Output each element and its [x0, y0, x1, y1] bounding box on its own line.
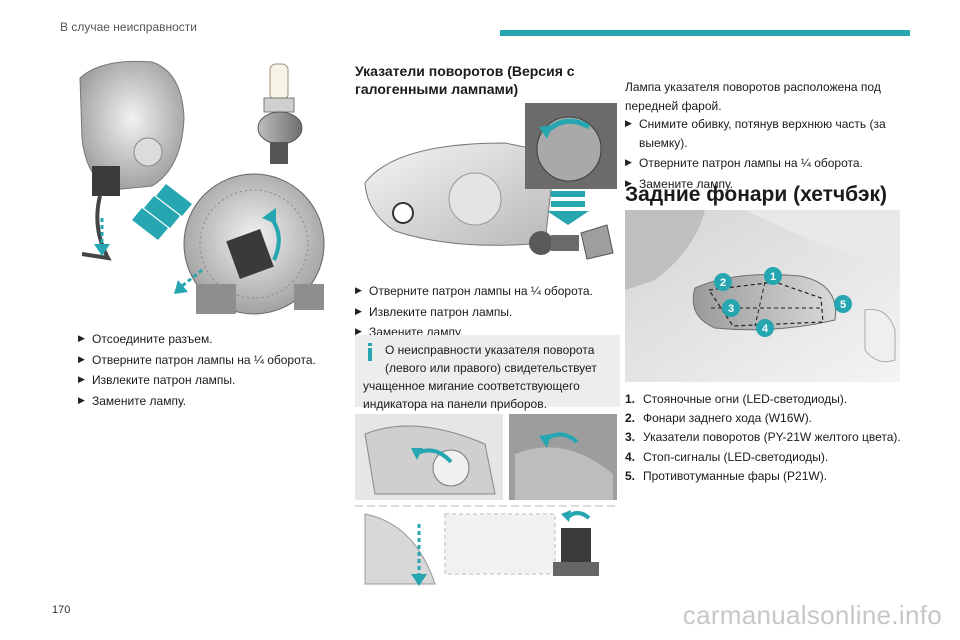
- bullet-arrow-icon: ▶: [625, 157, 632, 168]
- list-item: ▶Замените лампу.: [78, 393, 187, 408]
- callout-number: 1: [770, 271, 776, 283]
- list-item: ▶Отверните патрон лампы на ¼ оборота.: [625, 156, 863, 171]
- rear-lamp-legend: 1.Стояночные огни (LED-светодиоды). 2.Фо…: [625, 390, 910, 486]
- list-item: 2.Фонари заднего хода (W16W).: [625, 411, 813, 426]
- bullet-arrow-icon: ▶: [78, 353, 85, 364]
- rear-lamp-illustration: 1 2 3 4 5: [625, 210, 900, 382]
- bullet-arrow-icon: ▶: [355, 285, 362, 295]
- page-number: 170: [52, 604, 71, 616]
- bullet-arrow-icon: ▶: [78, 374, 85, 385]
- fog-lamp-illustration: [72, 58, 340, 320]
- list-item: ▶Извлеките патрон лампы.: [355, 304, 513, 319]
- header-accent-bar: [500, 30, 910, 36]
- watermark: carmanualsonline.info: [682, 600, 942, 630]
- list-item: 1.Стояночные огни (LED-светодиоды).: [625, 392, 848, 406]
- info-note: О неисправности указателя поворота (лево…: [355, 335, 620, 411]
- callout-number: 5: [840, 299, 846, 311]
- left-steps: ▶Отсоедините разъем. ▶Отверните патрон л…: [78, 330, 348, 412]
- turn-signal-section-title: Указатели поворотов (Версия с галогенным…: [355, 63, 575, 98]
- callout-number: 3: [728, 303, 734, 315]
- bullet-arrow-icon: ▶: [625, 177, 632, 188]
- list-item: ▶Отсоедините разъем.: [78, 332, 213, 346]
- page-header-title: В случае неисправности: [60, 20, 197, 34]
- callout-number: 4: [762, 323, 769, 335]
- list-item: 3.Указатели поворотов (PY-21W желтого цв…: [625, 430, 901, 445]
- bumper-turn-signal-illustration: [355, 414, 617, 590]
- list-item: ▶Замените лампу.: [625, 176, 734, 191]
- turn-signal-location-text: Лампа указателя поворотов расположена по…: [625, 80, 881, 113]
- list-item: ▶Отверните патрон лампы на ¼ оборота.: [78, 352, 316, 367]
- bullet-arrow-icon: ▶: [78, 333, 85, 343]
- bullet-arrow-icon: ▶: [78, 394, 85, 405]
- bullet-arrow-icon: ▶: [355, 326, 362, 337]
- callout-number: 2: [720, 277, 726, 289]
- rear-lamps-section-title: Задние фонари (хетчбэк): [625, 183, 887, 206]
- info-note-text: О неисправности указателя поворота (лево…: [363, 343, 597, 411]
- list-item: 4.Стоп-сигналы (LED-светодиоды).: [625, 449, 829, 464]
- right-column-text: Лампа указателя поворотов расположена по…: [625, 78, 905, 196]
- headlamp-turn-signal-illustration: [355, 103, 617, 273]
- bullet-arrow-icon: ▶: [355, 305, 362, 316]
- list-item: ▶Извлеките патрон лампы.: [78, 373, 236, 388]
- bullet-arrow-icon: ▶: [625, 118, 632, 129]
- list-item: 5.Противотуманные фары (P21W).: [625, 468, 828, 483]
- list-item: ▶Снимите обивку, потянув верхнюю часть (…: [625, 117, 886, 150]
- list-item: ▶Отверните патрон лампы на ¼ оборота.: [355, 284, 593, 298]
- info-icon: [368, 343, 372, 361]
